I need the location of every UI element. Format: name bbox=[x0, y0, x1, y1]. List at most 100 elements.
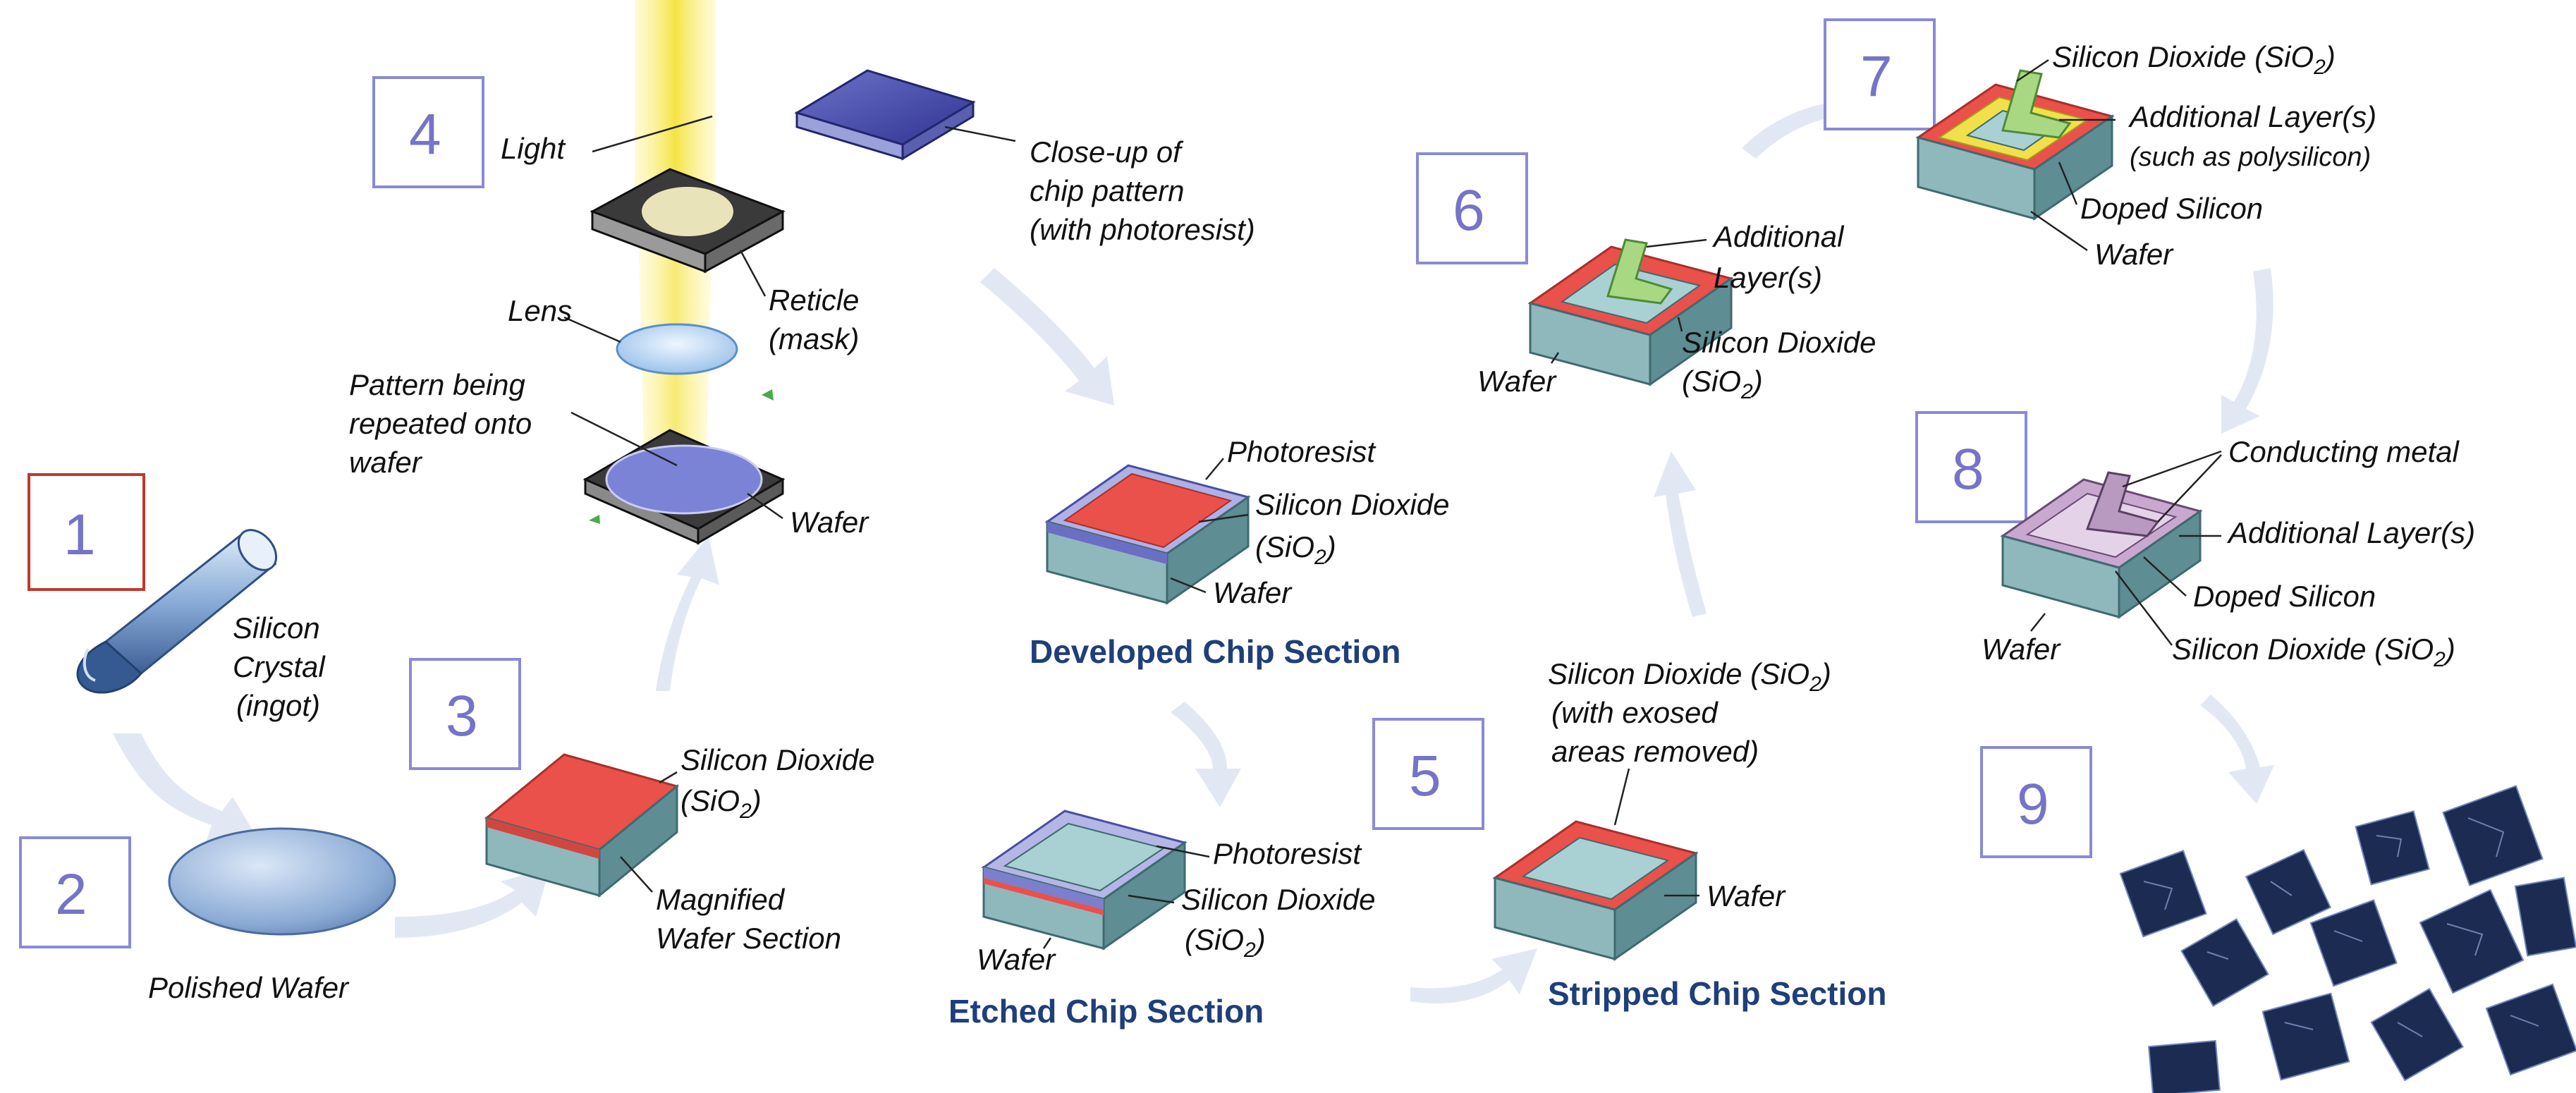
step-8-box bbox=[1915, 411, 2027, 523]
step-4: 4 Light Lens Reticle (mask) Pattern bein… bbox=[349, 0, 869, 545]
s7-sio2-label: Silicon Dioxide (SiO2) bbox=[2052, 40, 2336, 79]
etched-chip-title: Etched Chip Section bbox=[948, 993, 1264, 1030]
lens-label: Lens bbox=[508, 294, 572, 327]
arrow-2-to-3 bbox=[395, 867, 550, 938]
arrow-8-to-9 bbox=[2200, 695, 2274, 804]
reticle-mask-image bbox=[590, 168, 786, 274]
magnified-wafer-block bbox=[484, 753, 680, 898]
closeup-label-1: Close-up of bbox=[1030, 135, 1184, 169]
step-5: 5 Silicon Dioxide (SiO2) (with exosed ar… bbox=[1372, 657, 1886, 1012]
etched-chip-block bbox=[981, 810, 1188, 951]
step-6-box bbox=[1416, 152, 1528, 264]
s5-sio2-label-3: areas removed) bbox=[1551, 735, 1759, 768]
polished-wafer-label: Polished Wafer bbox=[148, 971, 350, 1004]
s3-sio2-label-1: Silicon Dioxide bbox=[680, 743, 874, 776]
s7-doped-label: Doped Silicon bbox=[2080, 192, 2263, 225]
step-9: 9 bbox=[1980, 746, 2576, 1093]
lens-image bbox=[616, 323, 738, 375]
s5-wafer-label: Wafer bbox=[1707, 879, 1786, 912]
arrow-1-to-2 bbox=[113, 733, 254, 846]
s6-sio2-label-1: Silicon Dioxide bbox=[1682, 326, 1876, 359]
developed-chip-title: Developed Chip Section bbox=[1030, 633, 1401, 670]
stripped-chip-block bbox=[1492, 820, 1699, 961]
pattern-label-1: Pattern being bbox=[349, 368, 525, 401]
step-1-box bbox=[28, 473, 145, 591]
step-1: 1 Silicon Crystal (ingot) bbox=[28, 473, 326, 722]
magnified-label-1: Magnified bbox=[656, 883, 786, 916]
closeup-label-2: chip pattern bbox=[1030, 174, 1184, 207]
s7-add-label-1: Additional Layer(s) bbox=[2128, 100, 2376, 133]
light-label: Light bbox=[501, 132, 566, 165]
step-4-number: 4 bbox=[409, 102, 441, 166]
closeup-chip-pattern: Close-up of chip pattern (with photoresi… bbox=[794, 69, 1255, 246]
step-1-number: 1 bbox=[63, 503, 96, 567]
step-7-number: 7 bbox=[1860, 44, 1893, 109]
step-6: 6 Additional Layer(s) Silicon Dioxide (S… bbox=[1416, 152, 1876, 403]
wafer-s4-label: Wafer bbox=[790, 506, 869, 539]
pattern-label-2: repeated onto bbox=[349, 407, 532, 440]
step-2: 2 Polished Wafer bbox=[19, 827, 396, 1004]
arrow-etch-to-strip bbox=[1410, 948, 1537, 1004]
s8-add-label: Additional Layer(s) bbox=[2226, 516, 2475, 549]
arrow-dev-to-etch bbox=[1171, 702, 1241, 807]
silicon-crystal-label-2: Crystal bbox=[233, 650, 326, 683]
dev-sio2-label-1: Silicon Dioxide bbox=[1255, 488, 1449, 521]
step-2-number: 2 bbox=[55, 862, 87, 927]
s8-doped-label: Doped Silicon bbox=[2193, 580, 2376, 613]
etch-wafer-label: Wafer bbox=[977, 943, 1056, 976]
wafer-on-stage-image bbox=[582, 389, 786, 545]
closeup-chip-image bbox=[794, 69, 976, 161]
developed-chip-block bbox=[1044, 464, 1251, 605]
finished-chips-image bbox=[2119, 785, 2576, 1093]
dev-photoresist-label: Photoresist bbox=[1227, 435, 1376, 468]
s7-wafer-label: Wafer bbox=[2094, 238, 2174, 271]
dev-sio2-label-2: (SiO2) bbox=[1255, 530, 1336, 569]
step-8-number: 8 bbox=[1952, 437, 1984, 501]
reticle-label-2: (mask) bbox=[769, 322, 859, 355]
stripped-chip-title: Stripped Chip Section bbox=[1548, 975, 1886, 1012]
s8-metal-label: Conducting metal bbox=[2228, 435, 2460, 468]
step-3-number: 3 bbox=[446, 684, 478, 748]
step-2-box bbox=[19, 836, 131, 948]
s8-wafer-label: Wafer bbox=[1982, 633, 2061, 666]
step-8: 8 Conducting metal Additional Layer(s) D… bbox=[1915, 411, 2475, 671]
s6-add-label-1: Additional bbox=[1711, 220, 1845, 253]
step-9-number: 9 bbox=[2017, 772, 2049, 836]
silicon-crystal-label-1: Silicon bbox=[233, 611, 320, 645]
s6-sio2-label-2: (SiO2) bbox=[1682, 365, 1763, 403]
step-4-box bbox=[372, 76, 484, 188]
chip-circuit-texture bbox=[2143, 817, 2539, 1037]
pattern-label-3: wafer bbox=[349, 446, 423, 479]
s8-sio2-label: Silicon Dioxide (SiO2) bbox=[2172, 633, 2455, 671]
closeup-label-3: (with photoresist) bbox=[1030, 213, 1255, 246]
etch-sio2-label-1: Silicon Dioxide bbox=[1181, 883, 1375, 916]
etched-chip-section: Photoresist Silicon Dioxide (SiO2) Wafer… bbox=[948, 810, 1375, 1030]
step-5-box bbox=[1372, 718, 1484, 830]
polished-wafer-image bbox=[168, 827, 396, 936]
etch-photoresist-label: Photoresist bbox=[1213, 837, 1362, 870]
step-5-number: 5 bbox=[1409, 744, 1441, 808]
etch-sio2-label-2: (SiO2) bbox=[1185, 923, 1266, 962]
arrow-3-to-4 bbox=[656, 536, 719, 691]
silicon-ingot-image bbox=[76, 529, 278, 694]
step-7: 7 Silicon Dioxide (SiO2) Additional Laye… bbox=[1824, 18, 2376, 271]
s6-wafer-label: Wafer bbox=[1477, 365, 1557, 398]
s5-sio2-label-1: Silicon Dioxide (SiO2) bbox=[1548, 657, 1831, 696]
arrow-4-to-dev bbox=[980, 268, 1114, 405]
arrow-7-to-8 bbox=[2221, 268, 2273, 434]
silicon-crystal-label-3: (ingot) bbox=[236, 689, 320, 722]
s7-add-label-2: (such as polysilicon) bbox=[2130, 142, 2371, 172]
magnified-label-2: Wafer Section bbox=[656, 922, 841, 955]
arrow-strip-to-6 bbox=[1654, 451, 1707, 617]
step-3-box bbox=[409, 658, 521, 770]
step-6-number: 6 bbox=[1453, 178, 1485, 243]
s6-add-label-2: Layer(s) bbox=[1714, 261, 1822, 294]
s3-sio2-label-2: (SiO2) bbox=[680, 784, 762, 823]
reticle-label-1: Reticle bbox=[769, 283, 859, 317]
s5-sio2-label-2: (with exosed bbox=[1551, 696, 1719, 729]
step-6-chip-block bbox=[1527, 238, 1734, 386]
step-7-chip-block bbox=[1915, 69, 2115, 221]
developed-chip-section: Photoresist Silicon Dioxide (SiO2) Wafer… bbox=[1030, 435, 1449, 670]
dev-wafer-label: Wafer bbox=[1213, 576, 1293, 609]
